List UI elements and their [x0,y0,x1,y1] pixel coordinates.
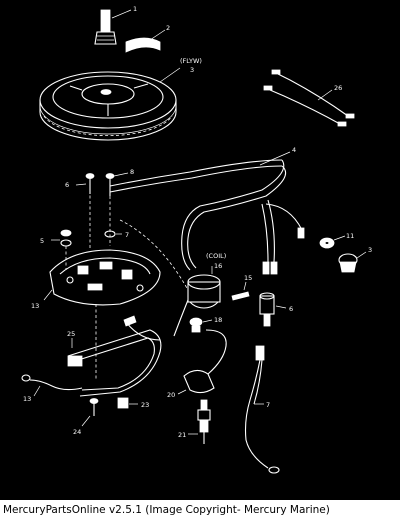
part-7-stop-lead[interactable] [244,345,280,474]
callout-9: 7 [125,231,129,239]
callout-26: 26 [334,84,342,92]
callout-20: 20 [167,391,175,399]
part-4-harness[interactable] [109,151,305,275]
part-18-nut[interactable] [189,317,213,333]
part-14-ground-lead[interactable] [21,374,83,397]
part-6-rectifier[interactable] [259,292,287,327]
callout-18: 18 [214,316,222,324]
exploded-parts-diagram: 1 2 (FLYW) 3 [0,0,400,500]
callout-2: 2 [166,24,170,32]
callout-1: 1 [133,5,137,13]
part-9-washer[interactable] [104,230,122,238]
callout-14: 13 [23,395,31,403]
coil-tag: (COIL) [206,252,226,260]
callout-17: 15 [244,274,252,282]
part-10-nut[interactable] [51,229,72,247]
callout-24: 24 [73,428,81,436]
callout-6: 6 [289,305,293,313]
callout-11: 6 [65,181,69,189]
callout-4: 4 [292,146,296,154]
part-1-crankshaft[interactable] [94,9,132,45]
part-26-jumper-wire[interactable] [263,69,355,127]
callout-23: 23 [141,401,149,409]
part-24-screw[interactable] [81,398,99,427]
part-2-key[interactable] [125,29,166,53]
part-15-stator-plate[interactable] [43,190,161,380]
flywheel-tag: (FLYW) [180,57,202,65]
part-11-screw[interactable] [75,173,95,195]
part-23-clip[interactable] [117,397,138,409]
part-13-grommet[interactable] [319,235,346,249]
part-17-tube[interactable] [231,281,250,301]
callout-13: 11 [346,232,354,240]
part-21-spark-plug[interactable] [188,399,211,444]
callout-5: 3 [368,246,372,254]
callout-7: 7 [266,401,270,409]
callout-3: 3 [190,66,194,74]
callout-25: 25 [67,330,75,338]
callout-10: 5 [40,237,44,245]
copyright-caption: MercuryPartsOnline v2.5.1 (Image Copyrig… [3,504,330,516]
part-5-cap[interactable] [338,251,367,273]
part-20-boot[interactable] [177,329,227,395]
part-3-flywheel[interactable] [39,67,181,141]
callout-16: 16 [214,262,222,270]
callout-15: 13 [31,302,39,310]
callout-21: 21 [178,431,186,439]
callout-8: 8 [130,168,134,176]
part-16-coil[interactable] [119,219,221,337]
part-8-screw[interactable] [105,172,129,196]
part-25-trigger[interactable] [67,315,162,397]
